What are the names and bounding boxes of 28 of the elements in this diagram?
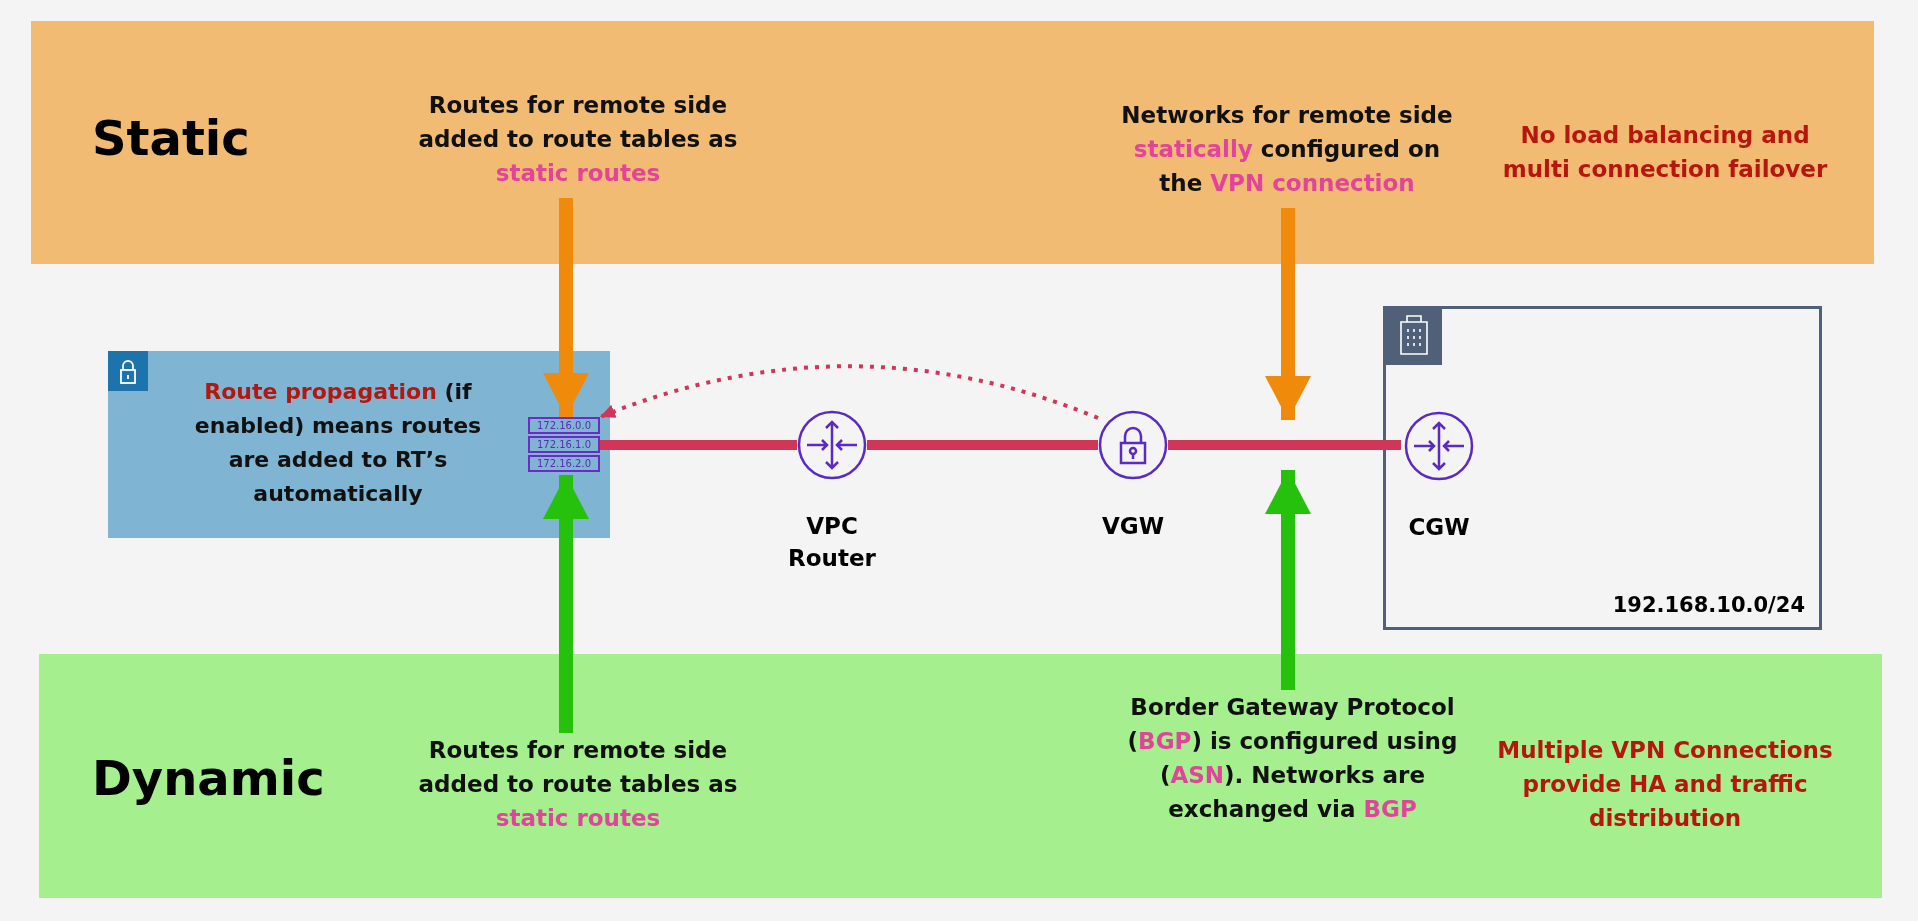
on-premises-box xyxy=(1383,306,1822,630)
arrow xyxy=(1265,208,1311,420)
dynamic-band xyxy=(39,654,1882,898)
static-band xyxy=(31,21,1874,264)
dotted-arrow xyxy=(599,364,1099,420)
arrow xyxy=(543,198,589,417)
arrow xyxy=(1265,470,1311,690)
callout-text: Networks for remote side statically configured on the VPN connection xyxy=(1120,101,1454,198)
route-entry: 172.16.1.0 xyxy=(528,436,600,453)
route-entry: 172.16.2.0 xyxy=(528,455,600,472)
note-text: No load balancing and multi connection failover xyxy=(1501,121,1829,184)
arrow xyxy=(543,475,589,733)
band-title: Static xyxy=(92,110,250,166)
cidr-label: 192.168.10.0/24 xyxy=(1612,592,1805,619)
route-entry: 172.16.0.0 xyxy=(528,417,600,434)
callout-text: Routes for remote side added to route tables as static routes xyxy=(418,91,738,188)
subnet-box xyxy=(108,351,610,538)
connection-line xyxy=(600,440,797,450)
connection-line xyxy=(867,440,1098,450)
callout-text: Border Gateway Protocol (BGP) is configured using (ASN). Networks are exchanged via BGP xyxy=(1126,693,1459,824)
subnet-text: Route propagation (if enabled) means routes are added to RT’s automatically xyxy=(193,378,483,508)
node-label: CGW xyxy=(1407,513,1471,542)
node-label: VPC Router xyxy=(787,512,877,573)
band-title: Dynamic xyxy=(92,750,325,806)
callout-text: Routes for remote side added to route tables as static routes xyxy=(418,736,738,833)
note-text: Multiple VPN Connections provide HA and traffic distribution xyxy=(1496,736,1834,833)
connection-line xyxy=(1168,440,1401,450)
node-label: VGW xyxy=(1100,512,1166,541)
